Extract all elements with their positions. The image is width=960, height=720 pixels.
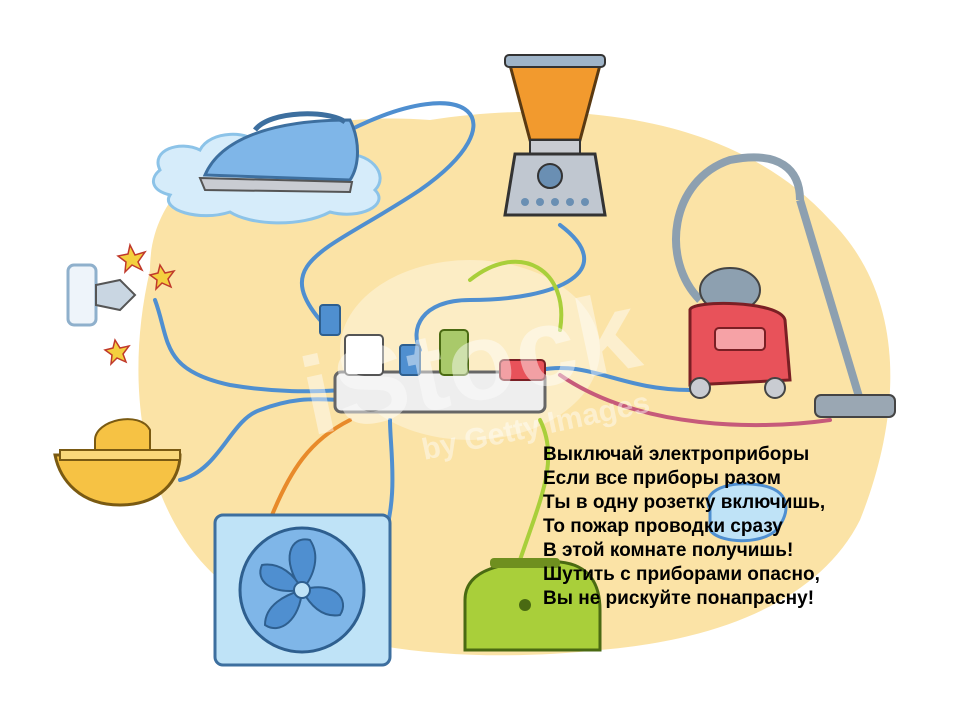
wall-socket-sparks-icon xyxy=(66,242,176,367)
poem-line: Выключай электроприборы xyxy=(543,444,810,465)
blender-icon xyxy=(503,54,607,217)
power-cords xyxy=(153,101,832,562)
toaster-icon xyxy=(463,558,602,652)
poem-line: Если все приборы разом xyxy=(543,468,781,489)
power-strip-icon xyxy=(319,304,547,414)
poem-line: Вы не рискуйте понапрасну! xyxy=(543,588,815,609)
vacuum-cleaner-icon xyxy=(672,153,896,418)
poem-line: То пожар проводки сразу xyxy=(543,516,783,537)
safety-poem: Выключай электроприборы Если все приборы… xyxy=(543,443,825,611)
kettle-icon xyxy=(706,482,788,543)
fan-icon xyxy=(213,513,392,667)
poem-line: Шутить с приборами опасно, xyxy=(543,564,820,585)
poem-line: Ты в одну розетку включишь, xyxy=(543,492,826,513)
citrus-juicer-icon xyxy=(53,418,182,507)
poem-line: В этой комнате получишь! xyxy=(543,540,794,561)
iron-icon xyxy=(151,111,382,225)
